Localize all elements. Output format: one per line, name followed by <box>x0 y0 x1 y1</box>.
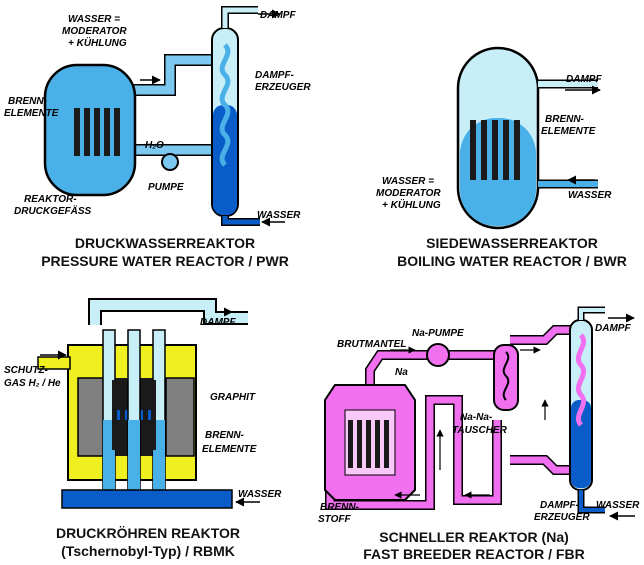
bwr-title-en: BOILING WATER REACTOR / BWR <box>397 253 627 269</box>
pwr-pump <box>161 153 179 171</box>
fbr-title-de: SCHNELLER REAKTOR (Na) <box>379 529 569 545</box>
pwr-label-reaktor-2: DRUCKGEFÄSS <box>14 204 92 217</box>
rbmk-label-brenn-1: BRENN- <box>205 430 245 441</box>
fbr-label-tauscher-1: Na-Na- <box>460 412 493 423</box>
pwr-label-wasser-2: MODERATOR <box>62 26 127 37</box>
fbr-label-brennstoff-2: STOFF <box>318 514 351 525</box>
fbr-diagram: BRUTMANTEL Na-PUMPE Na Na-Na- TAUSCHER D… <box>318 306 640 562</box>
fbr-label-na: Na <box>395 367 408 378</box>
bwr-diagram: DAMPF BRENN- ELEMENTE WASSER = MODERATOR… <box>376 46 627 269</box>
rbmk-water-header <box>61 489 233 509</box>
pwr-label-reaktor-1: REAKTOR- <box>24 194 77 205</box>
rbmk-label-brenn-2: ELEMENTE <box>202 444 257 455</box>
pwr-steam-outlet <box>221 6 258 28</box>
rbmk-label-graphit: GRAPHIT <box>210 392 256 403</box>
pwr-label-brenn-1: BRENN- <box>8 96 48 107</box>
fbr-label-brutmantel: BRUTMANTEL <box>337 339 406 350</box>
bwr-fuel-elements <box>470 120 520 180</box>
pwr-label-h2o: H₂O <box>145 140 164 151</box>
bwr-label-wasser: WASSER <box>568 190 612 201</box>
fbr-na-pump <box>426 343 450 367</box>
pwr-label-brenn-2: ELEMENTE <box>4 108 59 119</box>
pwr-label-dampferzeuger-1: DAMPF- <box>255 70 295 81</box>
pwr-title-de: DRUCKWASSERREAKTOR <box>75 235 255 251</box>
rbmk-graphite-left <box>77 377 107 457</box>
fbr-secondary-loop <box>510 325 575 475</box>
rbmk-label-dampf: DAMPF <box>200 317 236 328</box>
fbr-fuel <box>348 420 389 468</box>
rbmk-label-wasser: WASSER <box>238 489 282 500</box>
pwr-label-wasser-3: + KÜHLUNG <box>68 36 127 49</box>
fbr-label-dampferzeuger-1: DAMPF- <box>540 500 580 511</box>
pwr-title-en: PRESSURE WATER REACTOR / PWR <box>41 253 289 269</box>
fbr-title-en: FAST BREEDER REACTOR / FBR <box>363 546 584 562</box>
pwr-diagram: WASSER = MODERATOR + KÜHLUNG DAMPF DAMPF… <box>4 6 311 269</box>
rbmk-graphite-right <box>165 377 195 457</box>
rbmk-label-schutzgas-1: SCHUTZ- <box>4 365 49 376</box>
bwr-label-dampf: DAMPF <box>566 74 602 85</box>
fbr-label-wasser: WASSER <box>596 500 640 511</box>
bwr-title-de: SIEDEWASSERREAKTOR <box>426 235 598 251</box>
bwr-label-wasser-1: WASSER = <box>382 176 434 187</box>
pwr-label-wasser-1: WASSER = <box>68 14 120 25</box>
bwr-label-brenn-2: ELEMENTE <box>541 126 596 137</box>
fbr-label-na-pumpe: Na-PUMPE <box>412 328 464 339</box>
fbr-label-tauscher-2: TAUSCHER <box>452 425 508 436</box>
pwr-label-wasser: WASSER <box>257 210 301 221</box>
pwr-label-dampferzeuger-2: ERZEUGER <box>255 82 311 93</box>
fbr-label-dampferzeuger-2: ERZEUGER <box>534 512 590 523</box>
pwr-label-pumpe: PUMPE <box>148 182 184 193</box>
pwr-fuel-elements <box>74 108 120 156</box>
bwr-label-brenn-1: BRENN- <box>545 114 585 125</box>
rbmk-label-schutzgas-2: GAS H₂ / He <box>4 378 61 389</box>
rbmk-diagram: DAMPF SCHUTZ- GAS H₂ / He GRAPHIT BRENN-… <box>4 298 282 559</box>
bwr-label-wasser-3: + KÜHLUNG <box>382 198 441 211</box>
fbr-label-brennstoff-1: BRENN- <box>320 502 360 513</box>
pwr-label-dampf: DAMPF <box>260 10 296 21</box>
rbmk-title-en: (Tschernobyl-Typ) / RBMK <box>61 543 235 559</box>
bwr-label-wasser-2: MODERATOR <box>376 188 441 199</box>
fbr-label-dampf: DAMPF <box>595 323 631 334</box>
rbmk-title-de: DRUCKRÖHREN REAKTOR <box>56 525 240 541</box>
